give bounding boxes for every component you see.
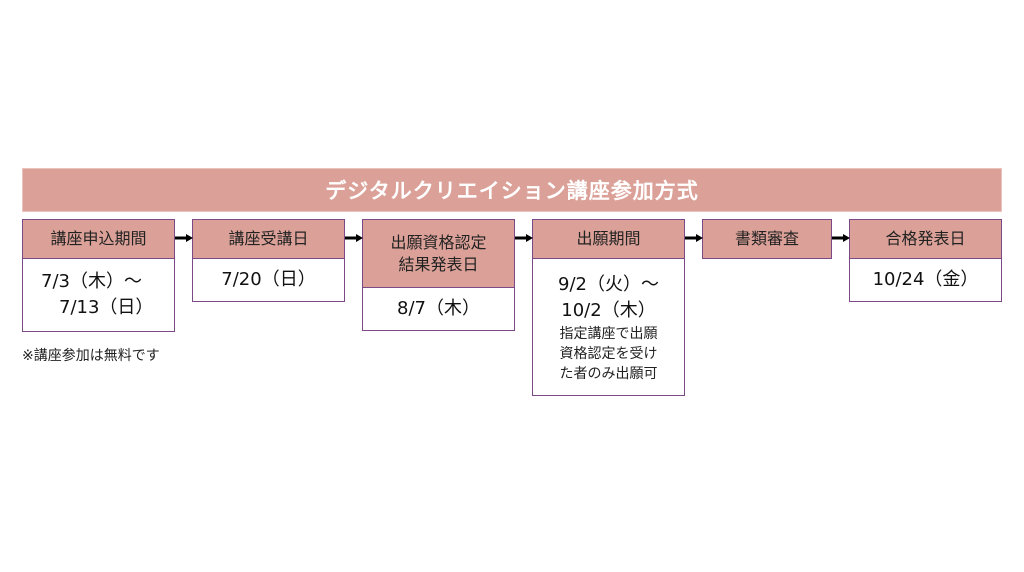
note-line: 指定講座で出願 xyxy=(559,326,658,342)
step-application-window: 出願期間 9/2（火）～ 10/2（木） 指定講座で出願 資格認定を受け た者の… xyxy=(532,219,685,396)
arrow-right-icon xyxy=(832,234,850,242)
date-end: 10/2（木） xyxy=(561,300,656,321)
date: 7/20（日） xyxy=(221,269,316,290)
step-result-announcement: 合格発表日 10/24（金） xyxy=(849,219,1002,302)
footnote: ※講座参加は無料です xyxy=(22,348,160,364)
step-body: 7/3（木）～ 7/13（日） xyxy=(22,259,175,332)
step-header: 合格発表日 xyxy=(849,219,1002,259)
title-banner: デジタルクリエイション講座参加方式 xyxy=(22,168,1002,212)
step-application-period: 講座申込期間 7/3（木）～ 7/13（日） xyxy=(22,219,175,332)
note-line: 資格認定を受け xyxy=(559,346,658,362)
note-line: た者のみ出願可 xyxy=(559,366,658,382)
step-body: 10/24（金） xyxy=(849,259,1002,302)
header-line: 結果発表日 xyxy=(398,254,479,274)
arrow-right-icon xyxy=(685,234,703,242)
arrow-right-icon xyxy=(345,234,363,242)
step-body: 7/20（日） xyxy=(192,259,345,302)
step-body: 9/2（火）～ 10/2（木） 指定講座で出願 資格認定を受け た者のみ出願可 xyxy=(532,259,685,396)
date-end: 7/13（日） xyxy=(41,297,154,318)
step-course-date: 講座受講日 7/20（日） xyxy=(192,219,345,302)
step-body: 8/7（木） xyxy=(362,288,515,331)
step-header: 講座申込期間 xyxy=(22,219,175,259)
date-start: 7/3（木）～ xyxy=(41,271,142,292)
step-header: 書類審査 xyxy=(702,219,832,259)
date: 10/24（金） xyxy=(872,269,979,290)
step-header: 講座受講日 xyxy=(192,219,345,259)
arrow-right-icon xyxy=(515,234,533,242)
date-start: 9/2（火）～ xyxy=(558,274,659,295)
date: 8/7（木） xyxy=(397,298,480,319)
arrow-right-icon xyxy=(175,234,193,242)
step-header: 出願期間 xyxy=(532,219,685,259)
step-document-review: 書類審査 xyxy=(702,219,832,259)
title: デジタルクリエイション講座参加方式 xyxy=(325,179,699,203)
step-qualification-result: 出願資格認定 結果発表日 8/7（木） xyxy=(362,219,515,331)
header-line: 出願資格認定 xyxy=(390,232,487,252)
step-header: 出願資格認定 結果発表日 xyxy=(362,219,515,288)
